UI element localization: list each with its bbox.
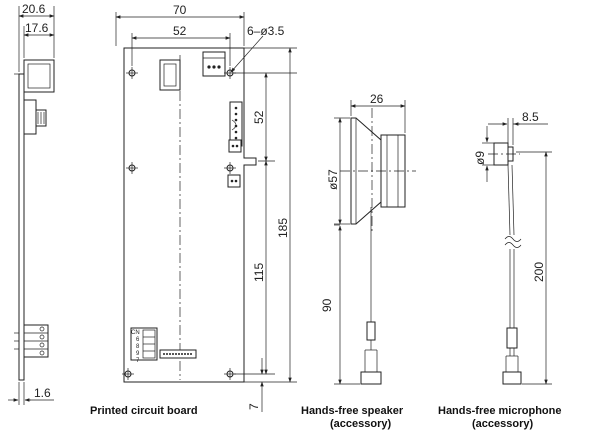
dim-upper-height: 52	[252, 110, 266, 124]
dim-total-height: 185	[276, 218, 290, 238]
pin-label: 8	[136, 344, 140, 350]
dim-speaker-cable: 90	[320, 298, 334, 312]
dim-mic-cable: 200	[532, 262, 546, 282]
dim-mic-depth: 8.5	[522, 110, 539, 124]
dim-speaker-diameter: ø57	[326, 169, 340, 190]
caption-speaker-sub: (accessory)	[330, 418, 391, 430]
pin-label: 7	[136, 358, 140, 364]
dim-board-width: 70	[173, 3, 187, 17]
pin-label: 9	[136, 351, 140, 357]
caption-mic-title: Hands-free microphone	[438, 405, 561, 417]
dim-bottom-offset: 7	[247, 403, 261, 410]
pcb-side-view	[8, 6, 55, 405]
caption-mic-sub: (accessory)	[472, 418, 533, 430]
dim-mic-diameter: ø9	[473, 151, 487, 165]
speaker-drawing	[334, 100, 416, 385]
dim-holes: 6–ø3.5	[247, 24, 285, 38]
mounting-hole	[126, 67, 138, 79]
dim-lower-height: 115	[252, 263, 266, 282]
dim-speaker-depth: 26	[370, 92, 384, 106]
pin-label: CN	[131, 330, 140, 336]
pin-label: 6	[136, 337, 140, 343]
microphone-drawing	[482, 118, 552, 385]
dim-hole-spacing: 52	[173, 24, 187, 38]
mounting-hole	[126, 162, 138, 174]
dim-side-depth: 20.6	[22, 2, 46, 16]
mounting-hole	[224, 162, 236, 174]
dim-side-inner: 17.6	[25, 21, 49, 35]
pcb-front-view	[115, 12, 297, 412]
caption-speaker-title: Hands-free speaker	[301, 405, 404, 417]
dim-board-thickness: 1.6	[34, 386, 51, 400]
mounting-hole	[122, 368, 134, 380]
caption-pcb: Printed circuit board	[90, 405, 198, 417]
pin-labels: CN 6 8 9 7	[131, 330, 140, 364]
